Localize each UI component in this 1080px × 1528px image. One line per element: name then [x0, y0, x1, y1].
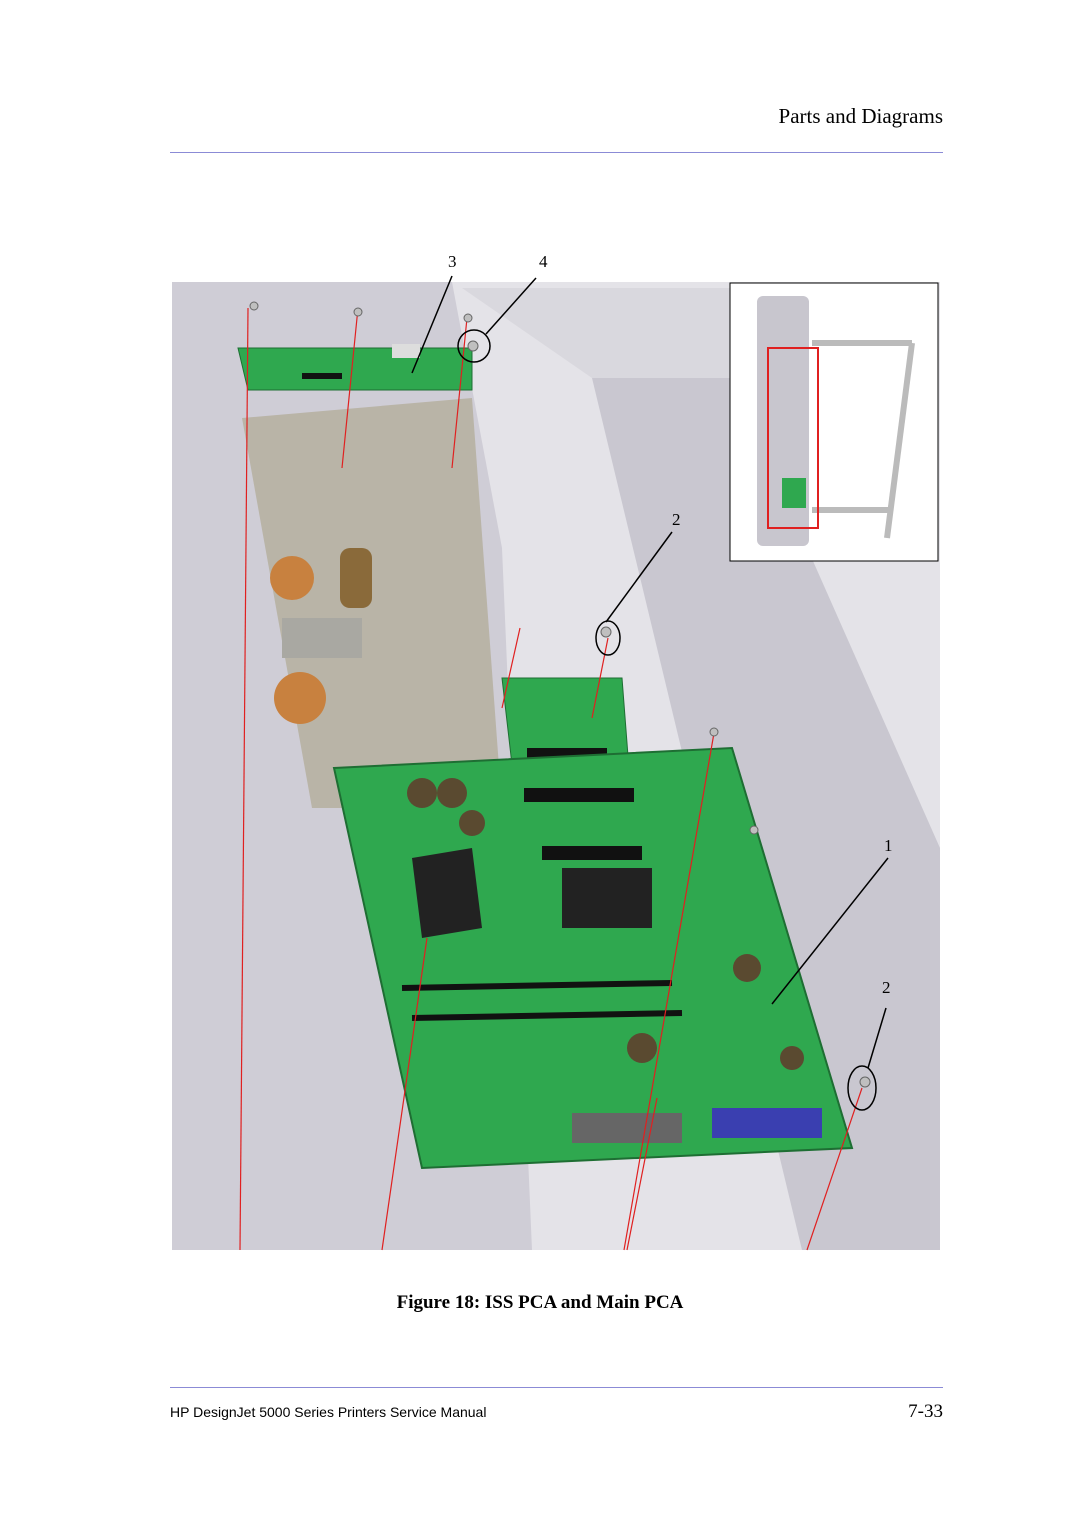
iss-connector [302, 373, 342, 379]
toroid-coil [274, 672, 326, 724]
main-connector [542, 846, 642, 860]
memory-slot [411, 1010, 683, 1021]
capacitor [407, 778, 437, 808]
heat-sink [282, 618, 362, 658]
processor-heat-sink [412, 848, 482, 938]
footer-rule [170, 1387, 943, 1388]
capacitor [627, 1033, 657, 1063]
ribbon-connector [572, 1113, 682, 1143]
toroid-coil [270, 556, 314, 600]
inset-printer-body [757, 296, 809, 546]
inset-stand [884, 342, 915, 539]
diagram-illustration [172, 275, 940, 1251]
chassis-right-rail [592, 378, 940, 1250]
callout-4: 4 [539, 252, 548, 271]
section-title: Parts and Diagrams [778, 104, 943, 128]
callout-2-lower: 2 [882, 978, 891, 997]
callout-leader-lines [411, 275, 889, 1069]
callout-circle [595, 620, 621, 656]
capacitor [780, 1046, 804, 1070]
callout-circle [457, 329, 491, 363]
exploded-diagram: 3 4 2 1 2 [172, 248, 942, 1258]
memory-slot [401, 980, 673, 991]
capacitor [459, 810, 485, 836]
ide-connector [712, 1108, 822, 1138]
main-processor-chip [562, 868, 652, 928]
header-rule [170, 152, 943, 153]
capacitor [437, 778, 467, 808]
callout-circle [847, 1065, 877, 1111]
callout-1: 1 [884, 836, 893, 855]
main-connector [524, 788, 634, 802]
iss-pca-board [237, 347, 473, 391]
callout-3: 3 [448, 252, 457, 271]
capacitor [340, 548, 372, 608]
page-number: 7-33 [908, 1401, 943, 1422]
inset-highlight-box [767, 347, 819, 529]
iss-connector [392, 344, 420, 358]
chassis-top-plate [462, 288, 732, 378]
screws [249, 301, 871, 1088]
capacitor [733, 954, 761, 982]
figure-caption: Figure 18: ISS PCA and Main PCA [396, 1292, 684, 1313]
footer-manual-title: HP DesignJet 5000 Series Printers Servic… [170, 1404, 487, 1420]
callout-2-upper: 2 [672, 510, 681, 529]
inset-pca [782, 478, 806, 508]
screw-leader-lines [239, 307, 863, 1251]
